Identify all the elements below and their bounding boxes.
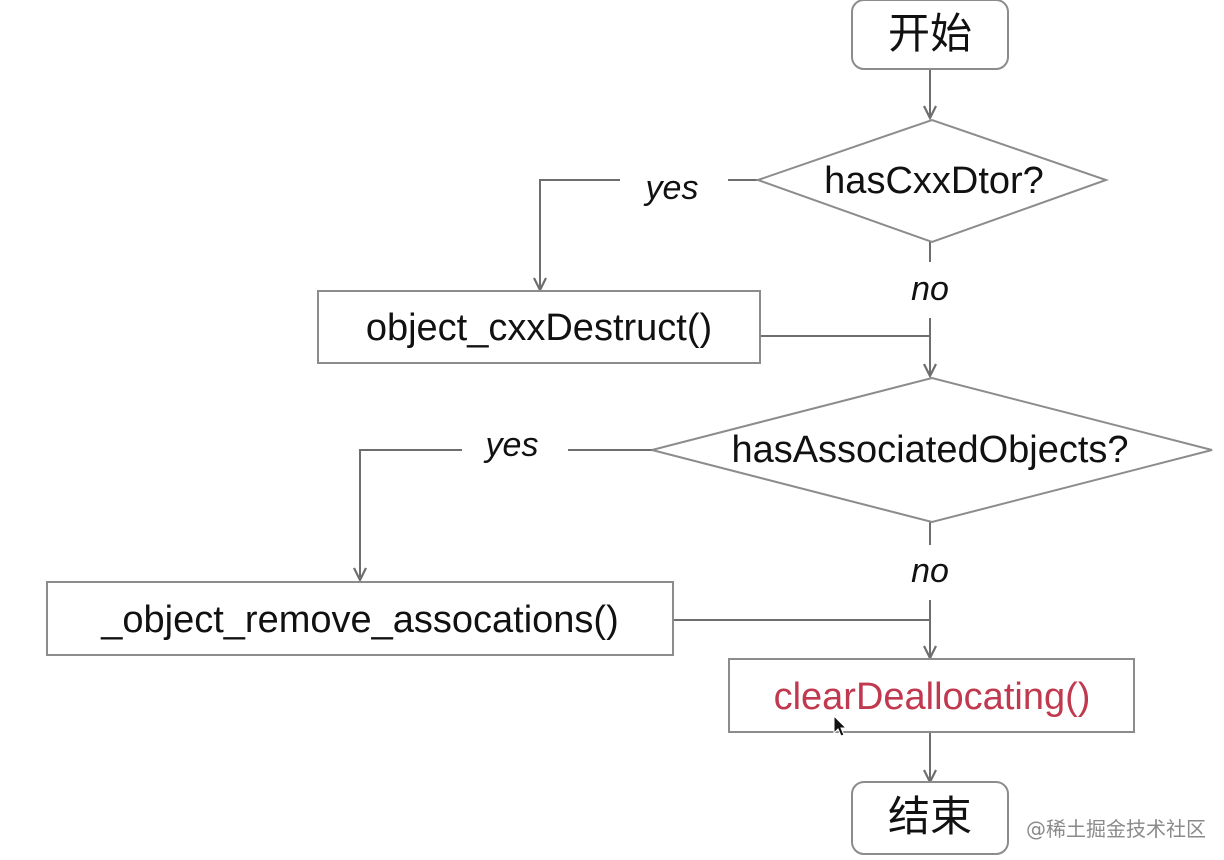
label-hasassociated-no: no: [911, 552, 949, 590]
mouse-cursor-icon: [833, 714, 848, 737]
decision-hasassociatedobjects-label: hasAssociatedObjects?: [731, 429, 1128, 471]
decision-hascxxdtor-label: hasCxxDtor?: [824, 160, 1044, 202]
watermark: @稀土掘金技术社区: [1026, 817, 1206, 841]
process-object-remove-assocations: _object_remove_assocations(): [46, 581, 674, 656]
decision-hascxxdtor: hasCxxDtor?: [754, 118, 1110, 244]
label-hascxxdtor-no: no: [911, 270, 949, 308]
end-node: 结束: [851, 781, 1009, 855]
label-hasassociated-yes: yes: [484, 426, 539, 464]
process-object-remove-assocations-label: _object_remove_assocations(): [100, 599, 619, 641]
edge-hascxxdtor-yes-to-cxxdestruct: [533, 179, 620, 293]
end-label: 结束: [888, 793, 972, 840]
edge-hasassociated-yes-to-remove: [353, 449, 462, 583]
start-node: 开始: [851, 0, 1009, 70]
process-object-cxxdestruct: object_cxxDestruct(): [317, 290, 761, 364]
process-cleardeallocating: clearDeallocating(): [728, 658, 1135, 733]
process-object-cxxdestruct-label: object_cxxDestruct(): [366, 307, 712, 349]
label-hascxxdtor-yes: yes: [644, 169, 699, 207]
start-label: 开始: [888, 10, 972, 57]
decision-hasassociatedobjects: hasAssociatedObjects?: [651, 376, 1213, 524]
connectors: [353, 70, 937, 785]
process-cleardeallocating-label: clearDeallocating(): [774, 676, 1091, 718]
